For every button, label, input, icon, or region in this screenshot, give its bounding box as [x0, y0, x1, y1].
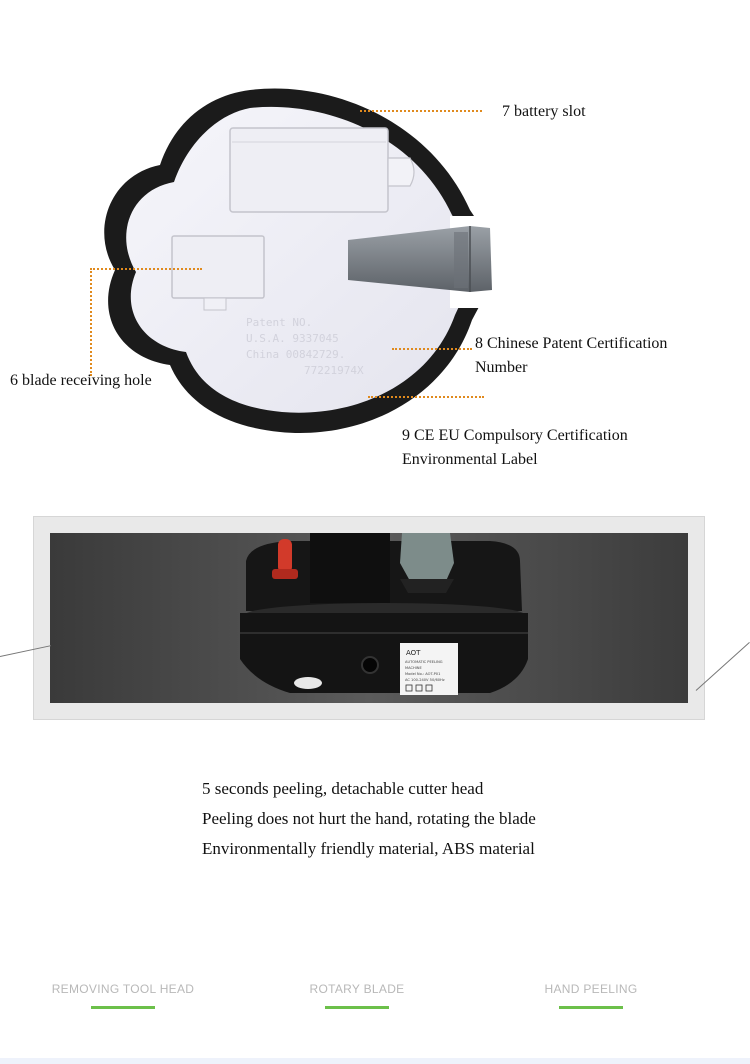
bottom-strip: [0, 1058, 750, 1064]
feature-item: Environmentally friendly material, ABS m…: [202, 839, 535, 858]
feature-item: 5 seconds peeling, detachable cutter hea…: [202, 779, 484, 798]
blade-hole-cover: [171, 235, 265, 299]
tab-underline: [91, 1006, 155, 1009]
tab-label: REMOVING TOOL HEAD: [51, 982, 195, 996]
embossed-line: China 00842729.: [246, 348, 345, 361]
product-label-line: AUTOMATIC PEELING: [405, 660, 443, 664]
callout-line-blade: [90, 268, 202, 270]
device-base-illustration: AOT AUTOMATIC PEELING MACHINE Model No.:…: [240, 533, 528, 695]
callout-blade-receiving-hole: 6 blade receiving hole: [10, 372, 152, 389]
callout-line-patent: [392, 348, 472, 350]
feature-item: Peeling does not hurt the hand, rotating…: [202, 809, 536, 828]
tab-hand-peeling[interactable]: HAND PEELING: [496, 982, 686, 1009]
product-photo-frame: AOT AUTOMATIC PEELING MACHINE Model No.:…: [33, 516, 705, 720]
product-photo: AOT AUTOMATIC PEELING MACHINE Model No.:…: [50, 533, 688, 703]
feature-list: 5 seconds peeling, detachable cutter hea…: [202, 774, 536, 864]
battery-slot-cover: [229, 127, 389, 213]
embossed-text: Patent NO. U.S.A. 9337045 China 00842729…: [246, 316, 364, 377]
tab-underline: [559, 1006, 623, 1009]
callout-patent-line1: 8 Chinese Patent Certification: [475, 335, 668, 352]
product-label-line: Model No.: AOT-P01: [405, 672, 440, 676]
callout-ce-line1: 9 CE EU Compulsory Certification: [402, 427, 628, 444]
callout-battery-slot: 7 battery slot: [502, 103, 586, 120]
embossed-line: 77221974X: [304, 364, 364, 377]
tab-label: ROTARY BLADE: [309, 982, 405, 996]
device-underside-illustration: Patent NO. U.S.A. 9337045 China 00842729…: [104, 88, 492, 434]
callout-ce-line2: Environmental Label: [402, 451, 538, 468]
tab-label: HAND PEELING: [544, 982, 638, 996]
certification-marks-icon: [405, 684, 433, 692]
callout-line-blade-vertical: [90, 268, 92, 376]
product-label-line: AC 100-240V 50/60Hz: [405, 678, 445, 682]
product-label-brand: AOT: [406, 649, 421, 657]
tab-underline: [325, 1006, 389, 1009]
embossed-line: U.S.A. 9337045: [246, 332, 339, 345]
tab-rotary-blade[interactable]: ROTARY BLADE: [262, 982, 452, 1009]
callout-line-ce: [368, 396, 484, 398]
product-label-line: MACHINE: [405, 666, 422, 670]
embossed-line: Patent NO.: [246, 316, 312, 329]
callout-line-battery: [360, 110, 482, 112]
feature-tabs: REMOVING TOOL HEAD ROTARY BLADE HAND PEE…: [0, 982, 750, 1022]
callout-patent-line2: Number: [475, 359, 528, 376]
tab-removing-tool-head[interactable]: REMOVING TOOL HEAD: [28, 982, 218, 1009]
